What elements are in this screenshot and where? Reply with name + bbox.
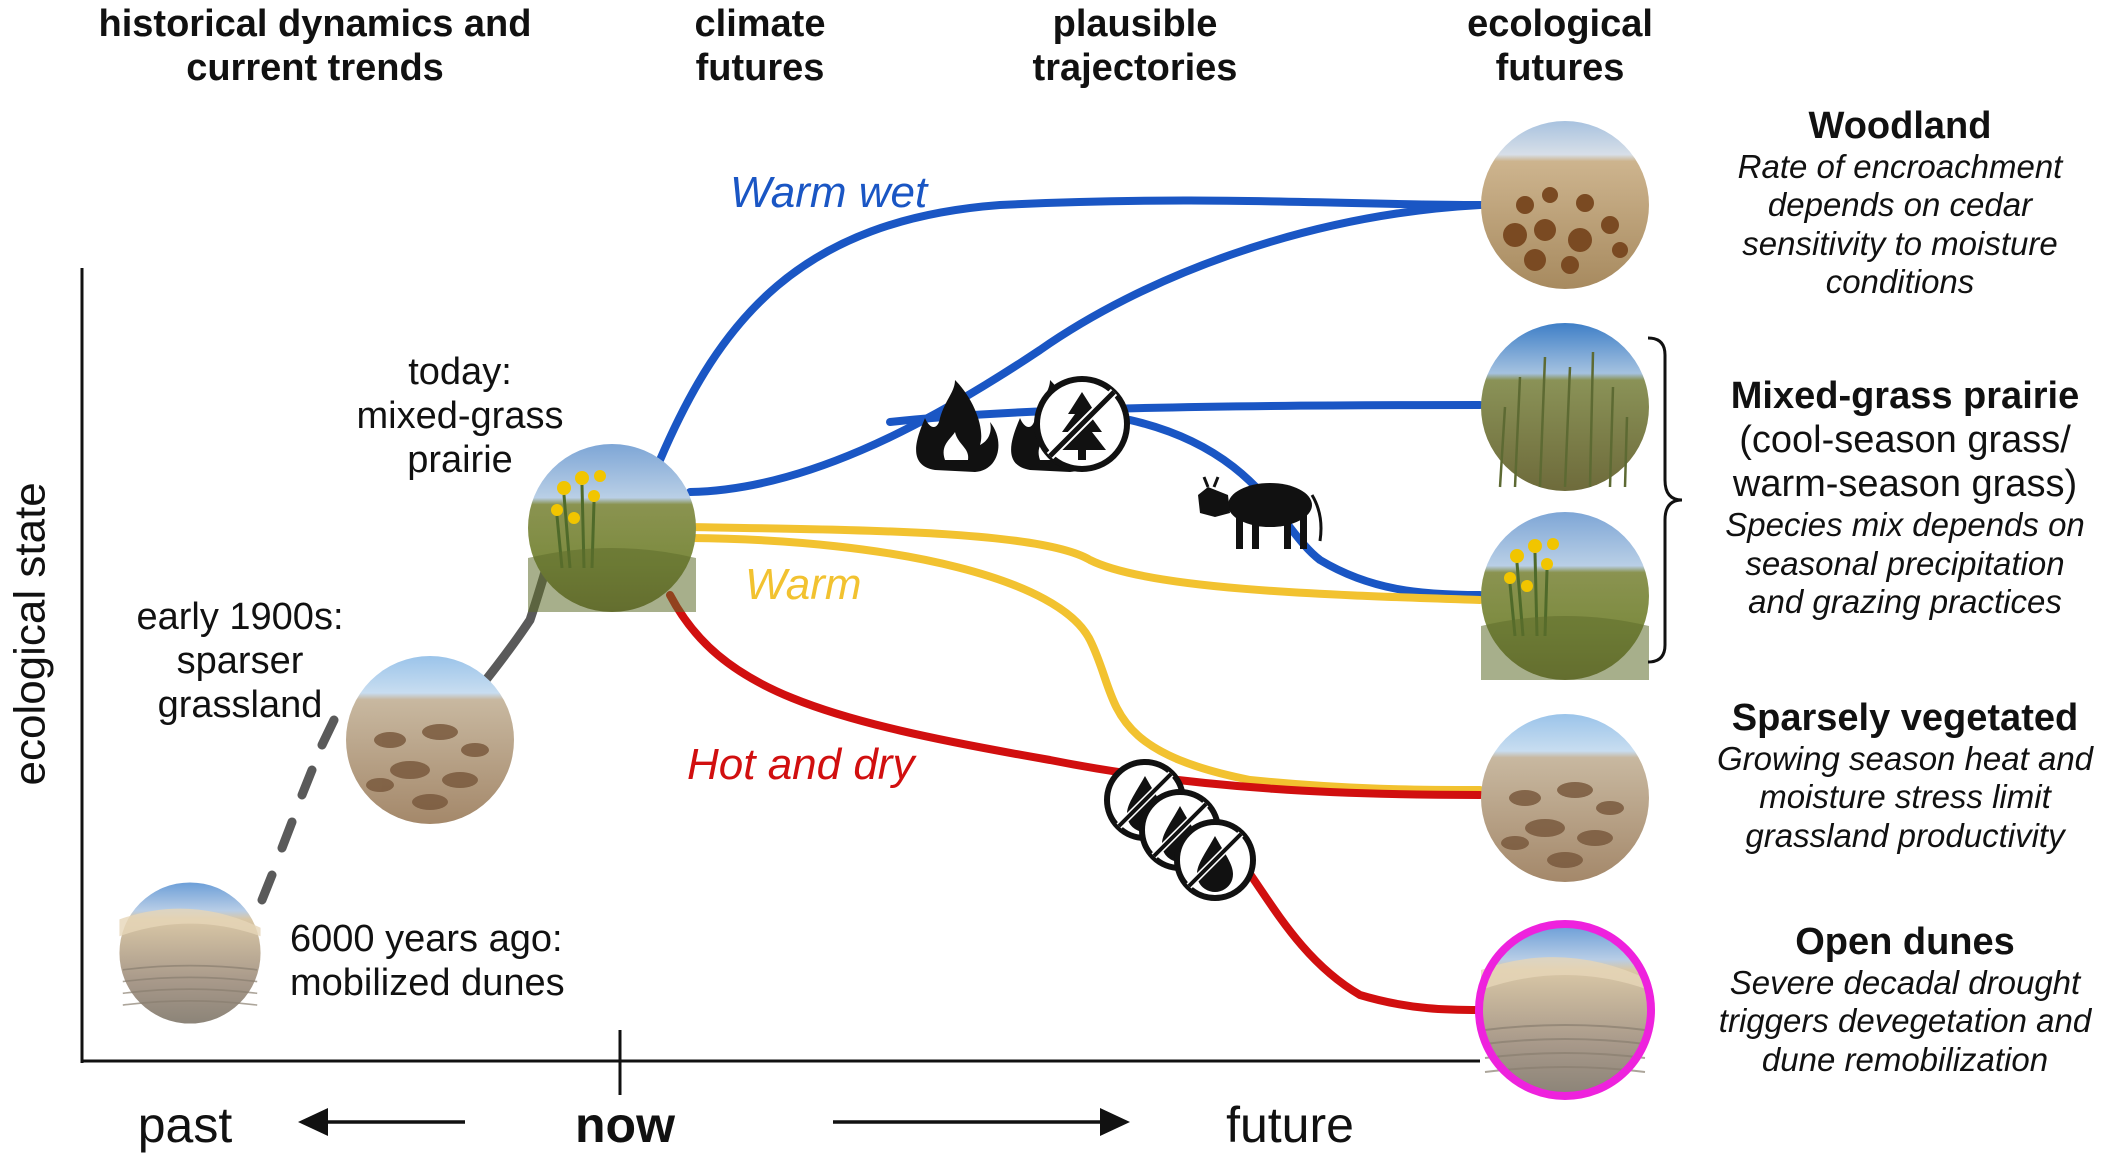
label-6000-years-line-1: 6000 years ago: [290, 918, 563, 960]
no-tree-icon [1034, 376, 1130, 472]
future-mixed-grass: Mixed-grass prairie (cool-season grass/ … [1690, 374, 2120, 621]
y-axis-label: ecological state [5, 482, 55, 786]
header-ecological-line-2: futures [1495, 47, 1625, 90]
label-early-1900s-line-3: grassland [157, 684, 323, 727]
header-trajectories-line-1: plausible [1052, 3, 1218, 45]
now-label: now [575, 1097, 675, 1153]
future-open-dunes: Open dunes Severe decadal drought trigge… [1690, 920, 2120, 1079]
future-woodland: Woodland Rate of encroachment depends on… [1690, 104, 2110, 301]
label-today-line-2: mixed-grass [356, 395, 564, 438]
future-open-dunes-title: Open dunes [1795, 921, 2015, 963]
future-sparse-desc-1: Growing season heat and [1716, 740, 2094, 778]
photo-early-1900s [346, 656, 514, 824]
header-historical-line-2: current trends [186, 47, 444, 90]
trajectory-paths [656, 196, 1484, 1014]
label-6000-years: 6000 years ago: mobilized dunes [290, 917, 630, 1005]
future-open-dunes-desc-3: dune remobilization [1761, 1040, 2049, 1078]
label-early-1900s: early 1900s: sparser grassland [110, 595, 370, 727]
photo-open-dunes [1475, 920, 1655, 1100]
label-early-1900s-line-2: sparser [176, 640, 304, 683]
future-open-dunes-desc-1: Severe decadal drought [1729, 964, 2081, 1002]
future-sparse-desc-2: moisture stress limit [1759, 778, 2051, 816]
future-mixed-grass-sub-2: warm-season grass) [1732, 463, 2078, 506]
future-mixed-grass-sub-1: (cool-season grass/ [1739, 419, 2071, 462]
future-sparse-desc-3: grassland productivity [1745, 816, 2065, 854]
header-ecological-line-1: ecological [1467, 3, 1653, 45]
future-woodland-desc-3: sensitivity to moisture [1742, 224, 2058, 262]
future-label: future [1226, 1097, 1354, 1153]
future-woodland-desc-1: Rate of encroachment [1737, 148, 2063, 186]
future-woodland-title: Woodland [1808, 105, 1992, 147]
header-climate-line-2: futures [695, 47, 825, 90]
photo-mixed-grass-tall [1479, 321, 1651, 493]
photo-woodland [1481, 121, 1649, 289]
header-trajectories: plausible trajectories [990, 2, 1280, 90]
photo-6000-years [118, 881, 262, 1025]
future-mixed-grass-desc-1: Species mix depends on [1725, 506, 2085, 544]
future-sparse-title: Sparsely vegetated [1731, 697, 2079, 739]
future-woodland-desc-2: depends on cedar [1767, 186, 2033, 224]
mixed-grass-bracket [1647, 336, 1683, 664]
label-hot-dry: Hot and dry [687, 740, 915, 789]
header-trajectories-line-2: trajectories [1032, 47, 1238, 90]
label-warm-wet: Warm wet [730, 168, 928, 217]
future-open-dunes-desc-2: triggers devegetation and [1718, 1002, 2092, 1040]
axes [80, 268, 1480, 1136]
label-warm: Warm [745, 560, 862, 609]
label-today: today: mixed-grass prairie [340, 350, 580, 482]
header-climate-line-1: climate [694, 3, 826, 45]
header-ecological: ecological futures [1420, 2, 1700, 90]
label-early-1900s-line-1: early 1900s: [136, 596, 344, 638]
cow-icon [1198, 476, 1323, 549]
header-climate: climate futures [640, 2, 880, 90]
future-mixed-grass-desc-2: seasonal precipitation [1745, 544, 2065, 582]
label-today-line-1: today: [408, 351, 512, 393]
header-historical-line-1: historical dynamics and [98, 3, 532, 45]
future-woodland-desc-4: conditions [1825, 262, 1975, 300]
label-6000-years-line-2: mobilized dunes [290, 962, 565, 1005]
past-label: past [137, 1097, 233, 1153]
future-mixed-grass-title: Mixed-grass prairie [1730, 375, 2080, 417]
future-mixed-grass-desc-3: and grazing practices [1748, 582, 2062, 620]
photo-mixed-grass-flowers [1479, 510, 1651, 682]
header-historical: historical dynamics and current trends [60, 2, 570, 90]
future-sparse: Sparsely vegetated Growing season heat a… [1690, 696, 2120, 855]
label-today-line-3: prairie [407, 439, 513, 482]
photo-sparse [1481, 714, 1649, 882]
no-water-icon [1104, 759, 1256, 901]
